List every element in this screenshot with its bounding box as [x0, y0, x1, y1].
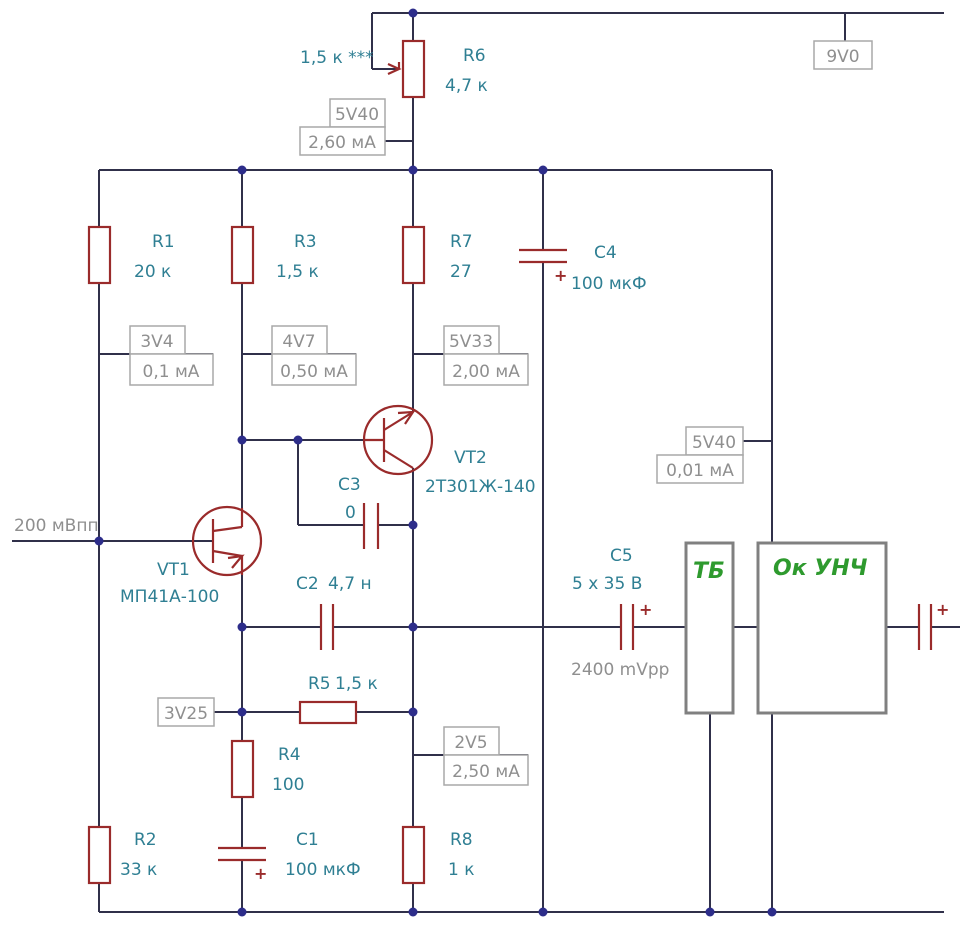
c1-value: 100 мкФ: [285, 860, 361, 880]
r5-value: 1,5 к: [335, 674, 378, 694]
junction-dots: [94, 8, 777, 917]
components: +: [87, 39, 949, 885]
r7-voltage: 5V33: [449, 332, 493, 352]
r4-resistor: [230, 739, 255, 799]
r2-ref: R2: [134, 830, 157, 850]
supply-voltage-label: 9V0: [826, 47, 859, 67]
c5-output-signal: 2400 mVpp: [571, 660, 669, 680]
c3-value: 0: [345, 503, 356, 523]
r3-resistor: [230, 225, 255, 285]
r8-value: 1 к: [448, 860, 475, 880]
r6-value: 4,7 к: [445, 76, 488, 96]
c1-ref: C1: [296, 830, 319, 850]
c2-value: 4,7 н: [328, 574, 372, 594]
r7-resistor: [401, 225, 426, 285]
r2-value: 33 к: [120, 860, 157, 880]
c3-ref: C3: [338, 475, 361, 495]
c5-capacitor: [619, 604, 635, 650]
r1-resistor: [87, 225, 112, 285]
vt1-transistor: [191, 505, 263, 577]
vt2-emitter-voltage: 2V5: [454, 733, 487, 753]
r6-current: 2,60 мА: [308, 133, 376, 153]
r3-value: 1,5 к: [276, 262, 319, 282]
r1-value: 20 к: [134, 262, 171, 282]
r1-current: 0,1 мА: [143, 362, 200, 382]
c4-ref: C4: [594, 243, 617, 263]
r6-ref: R6: [463, 46, 486, 66]
input-signal-label: 200 мВпп: [14, 516, 99, 536]
amp-block-label: Ок УНЧ: [773, 556, 868, 581]
vt2-ref: VT2: [454, 448, 487, 468]
output-capacitor: [917, 604, 933, 650]
r1-ref: R1: [152, 232, 175, 252]
c3-capacitor: [362, 503, 380, 549]
c4-capacitor: [519, 248, 567, 264]
r1-voltage: 3V4: [140, 332, 173, 352]
r6-voltage: 5V40: [335, 105, 379, 125]
amp-block-voltage: 5V40: [692, 433, 736, 453]
r3-voltage: 4V7: [282, 332, 315, 352]
amp-block: [756, 541, 888, 715]
vt2-transistor: [362, 404, 434, 476]
c1-capacitor: [218, 846, 266, 862]
r5-resistor: [298, 700, 358, 725]
tb-block: [684, 541, 735, 715]
r7-value: 27: [450, 262, 472, 282]
c2-capacitor: [319, 604, 335, 650]
r6-tap-note: 1,5 к ***: [300, 48, 374, 68]
r8-resistor: [401, 825, 426, 885]
r2-resistor: [87, 825, 112, 885]
c5-ref: C5: [610, 546, 633, 566]
r8-ref: R8: [450, 830, 473, 850]
c5-value: 5 x 35 В: [572, 574, 642, 594]
measurement-boxes: [129, 40, 873, 786]
vt1-type: МП41А-100: [120, 587, 219, 607]
r7-current: 2,00 мА: [452, 362, 520, 382]
vt2-type: 2Т301Ж-140: [425, 477, 536, 497]
svg-text:+: +: [936, 600, 949, 619]
r3-ref: R3: [294, 232, 317, 252]
r7-ref: R7: [450, 232, 473, 252]
vt2-emitter-current: 2,50 мА: [452, 762, 520, 782]
emitter-node-voltage: 3V25: [164, 704, 208, 724]
svg-text:+: +: [554, 266, 567, 285]
c2-ref: C2: [296, 574, 319, 594]
r3-current: 0,50 мА: [280, 362, 348, 382]
r6-tap-arrow: [387, 62, 402, 76]
c4-value: 100 мкФ: [571, 274, 647, 294]
r6-resistor: [401, 39, 426, 99]
r4-value: 100: [272, 775, 304, 795]
amp-block-current: 0,01 мА: [666, 461, 734, 481]
r4-ref: R4: [278, 745, 301, 765]
tb-block-label: ТБ: [693, 559, 725, 584]
r5-ref: R5: [308, 674, 331, 694]
vt1-ref: VT1: [157, 560, 190, 580]
svg-text:+: +: [254, 864, 267, 883]
svg-text:+: +: [639, 600, 652, 619]
